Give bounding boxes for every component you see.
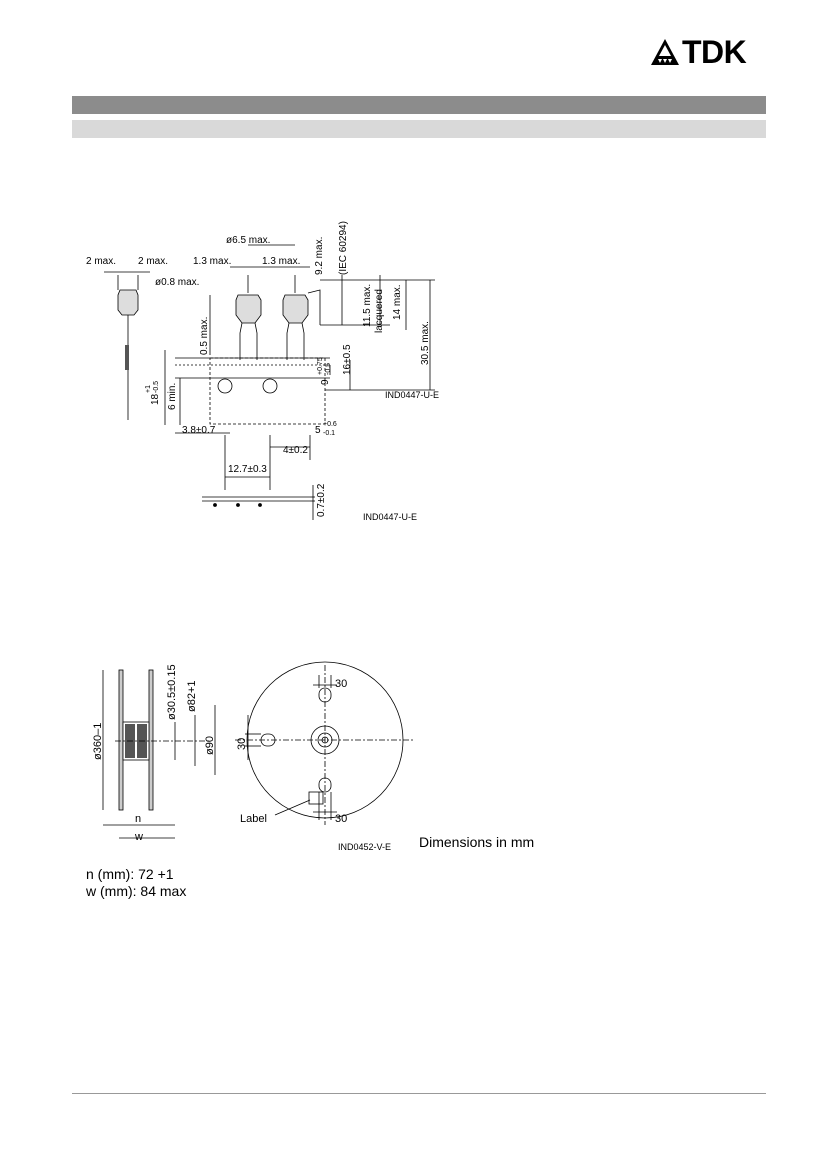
- drawing-ammo-pack: 2 max. 2 max. ø6.5 max. 1.3 max. 1.3 max…: [80, 215, 450, 530]
- dim-38: 3.8±0.7: [182, 425, 216, 436]
- dim-30a: 30: [335, 678, 347, 690]
- dim-5-tol: +0.6: [323, 421, 337, 428]
- dim-305: 30.5 max.: [420, 321, 431, 365]
- spec-n: n (mm): 72 +1: [86, 866, 174, 882]
- label-w: w: [134, 831, 143, 843]
- dim-08: ø0.8 max.: [155, 277, 199, 288]
- tdk-logo-icon: [651, 39, 679, 65]
- dim-4: 4±0.2: [283, 445, 308, 456]
- dim-13b: 1.3 max.: [262, 256, 300, 267]
- subtitle-bar: [72, 120, 766, 138]
- dim-65: ø6.5 max.: [226, 235, 270, 246]
- dim-82: ø82+1: [186, 681, 198, 713]
- dim-5-tol2: -0.1: [323, 430, 335, 437]
- title-bar: [72, 96, 766, 114]
- dim-360: ø360–1: [92, 723, 104, 760]
- drawing-code-2: IND0452-V-E: [338, 842, 391, 852]
- tdk-logo: TDK: [650, 34, 770, 70]
- dim-92: 9.2 max.: [314, 237, 325, 275]
- dim-05: 0.5 max.: [199, 317, 210, 355]
- dim-30b: 30: [236, 738, 248, 750]
- dim-16: 16±0.5: [342, 344, 353, 375]
- dim-9-tol: +0.75: [317, 357, 324, 375]
- brand-name: TDK: [682, 34, 747, 70]
- dimensions-caption: Dimensions in mm: [419, 834, 535, 850]
- dim-14: 14 max.: [392, 284, 403, 320]
- dim-13a: 1.3 max.: [193, 256, 231, 267]
- dim-18: 18: [150, 393, 161, 405]
- dim-2max-b: 2 max.: [138, 256, 168, 267]
- dim-iec: (IEC 60294): [338, 221, 349, 275]
- dim-9-tol2: -0.5: [325, 363, 332, 375]
- dim-90: ø90: [204, 736, 216, 755]
- dim-115: 11.5 max.: [362, 284, 373, 327]
- dim-lacq: lacquered: [374, 289, 385, 333]
- dim-5: 5: [315, 425, 321, 436]
- dim-2max-a: 2 max.: [86, 256, 116, 267]
- spec-w: w (mm): 84 max: [86, 883, 187, 899]
- dim-305: ø30.5±0.15: [166, 664, 178, 720]
- dim-30c: 30: [335, 813, 347, 825]
- dim-9: 9: [320, 379, 331, 385]
- dim-07: 0.7±0.2: [316, 483, 327, 517]
- label-n: n: [135, 813, 141, 825]
- dim-6min: 6 min.: [167, 383, 178, 410]
- dim-18-tol2: -0.5: [153, 381, 160, 393]
- code-1: IND0447-U-E: [385, 390, 439, 400]
- drawing-reel: ø360–1 ø30.5±0.15 ø82+1 ø90 n w Label 30…: [85, 660, 415, 855]
- dim-18-tol: +1: [145, 385, 152, 393]
- label-tag: Label: [240, 813, 267, 825]
- drawing-code-1: IND0447-U-E: [363, 512, 417, 522]
- dim-127: 12.7±0.3: [228, 464, 267, 475]
- footer-rule: [72, 1093, 766, 1094]
